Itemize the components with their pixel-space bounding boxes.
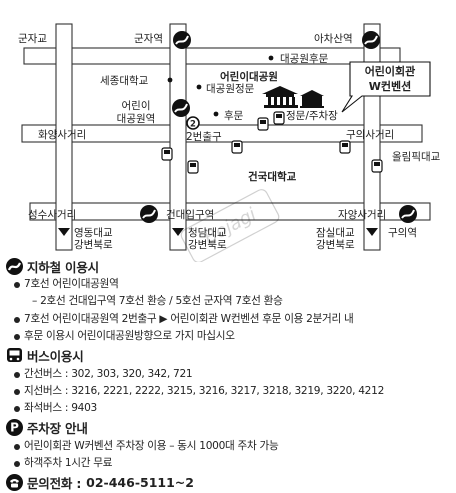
label-back-gate: 대공원후문	[280, 53, 329, 65]
bus-icon	[6, 347, 23, 364]
label-station-line-2: 대공원역	[117, 113, 156, 125]
label-cheongdam-2: 강변북로	[188, 239, 227, 251]
label-olympic-road: 올림픽대교	[392, 151, 441, 163]
label-childrens-park: 어린이대공원	[220, 70, 278, 83]
label-guui-station: 구의역	[388, 227, 417, 239]
label-yeongdong-2: 강변북로	[74, 239, 113, 251]
callout-line-1: 어린이회관	[365, 64, 416, 78]
parking-line-2: 하객주차 1시간 무료	[6, 455, 452, 472]
bus-section: 버스이용시 간선버스 : 302, 303, 320, 342, 721 지선버…	[6, 346, 452, 418]
parking-line-1: 어린이회관 W커벤션 주차장 이용 – 동시 1000대 주차 가능	[6, 438, 452, 455]
bus-icon	[339, 140, 351, 154]
label-konkuk-station: 건대입구역	[166, 208, 214, 221]
phone-number[interactable]: 02-446-5111~2	[86, 475, 194, 491]
main-gate-dot	[196, 84, 202, 90]
phone-title: 문의전화 :	[27, 476, 82, 492]
subway-line-4: 후문 이용시 어린이대공원방향으로 가지 마십시오	[6, 328, 452, 345]
bus-icon	[257, 117, 269, 131]
subway-icon-guui	[399, 205, 417, 223]
sejong-dot	[167, 77, 173, 83]
parking-icon: P	[6, 419, 23, 437]
label-main-gate-parking: 정문/주차장	[286, 110, 338, 122]
bus-line-1: 간선버스 : 302, 303, 320, 342, 721	[6, 366, 452, 383]
label-station-line-1: 어린이	[122, 100, 151, 112]
bus-icon	[371, 159, 383, 173]
label-main-gate: 대공원정문	[206, 83, 255, 95]
subway-icon	[6, 257, 23, 275]
phone-icon	[6, 474, 23, 492]
subway-line-3: 7호선 어린이대공원역 2번출구 ▶ 어린이회관 W컨벤션 후문 이용 2분거리…	[6, 311, 452, 328]
bus-icon	[273, 111, 285, 125]
subway-line-1: 7호선 어린이대공원역	[6, 276, 452, 293]
bus-stop-icons	[161, 111, 383, 174]
bus-title: 버스이용시	[27, 349, 84, 365]
callout-line-2: W컨벤션	[369, 79, 412, 93]
bridge-arrows	[58, 228, 378, 236]
venue-callout: 어린이회관 W컨벤션	[341, 61, 431, 113]
label-seongsu: 성수사거리	[28, 209, 76, 221]
subway-line-2: – 2호선 건대입구역 7호선 환승 / 5호선 군자역 7호선 환승	[32, 295, 283, 308]
label-achasan-station: 아차산역	[314, 33, 353, 45]
bus-line-3: 좌석버스 : 9403	[6, 400, 452, 417]
label-konkuk-univ: 건국대학교	[248, 170, 297, 183]
label-hubmun: 후문	[224, 110, 244, 122]
back-gate-dot	[268, 55, 274, 61]
parking-title: 주차장 안내	[27, 421, 88, 437]
label-guui-crossroad: 구의사거리	[346, 129, 394, 141]
label-cheongdam-1: 청담대교	[188, 227, 227, 239]
bus-icon	[187, 160, 199, 174]
location-map: Bojagi 2	[18, 23, 441, 262]
svg-text:P: P	[10, 421, 19, 435]
subway-icon-konkuk	[140, 205, 158, 223]
subway-title: 지하철 이용시	[27, 259, 99, 275]
bus-icon	[161, 147, 173, 161]
bus-icon	[231, 140, 243, 154]
exit-2-marker: 2	[186, 116, 200, 130]
label-jayang: 자양사거리	[338, 209, 386, 221]
subway-icon-gunja	[173, 31, 191, 49]
building-icon	[262, 86, 324, 108]
label-sejong-univ: 세종대학교	[100, 75, 149, 87]
directions-info: 지하철 이용시 7호선 어린이대공원역 – 2호선 건대입구역 7호선 환승 /…	[6, 256, 452, 493]
bus-line-2: 지선버스 : 3216, 2221, 2222, 3215, 3216, 321…	[6, 383, 452, 400]
label-gunja-station: 군자역	[134, 33, 163, 45]
label-gunjagyo: 군자교	[18, 33, 47, 45]
label-jamsil-2: 강변북로	[316, 239, 355, 251]
label-hwayang: 화양사거리	[38, 129, 86, 141]
parking-section: P 주차장 안내 어린이회관 W커벤션 주차장 이용 – 동시 1000대 주차…	[6, 418, 452, 473]
svg-text:2: 2	[190, 120, 196, 130]
label-yeongdong-1: 영동대교	[74, 227, 113, 239]
subway-section: 지하철 이용시 7호선 어린이대공원역 – 2호선 건대입구역 7호선 환승 /…	[6, 256, 452, 346]
label-exit2: 2번출구	[186, 131, 222, 143]
label-jamsil-1: 잠실대교	[316, 227, 355, 239]
road-network	[21, 23, 431, 251]
hubmun-dot	[213, 111, 219, 117]
subway-icon-childrens-park	[172, 99, 190, 117]
subway-icon-achasan	[362, 31, 380, 49]
phone-section: 문의전화 : 02-446-5111~2	[6, 473, 452, 493]
